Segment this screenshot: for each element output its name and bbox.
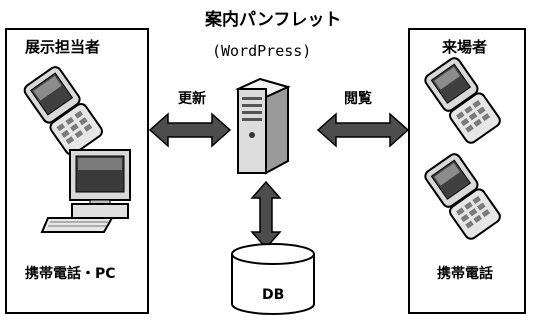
database-icon	[231, 243, 315, 315]
visitor-title: 来場者	[442, 38, 488, 56]
update-arrow	[148, 112, 232, 148]
desktop-computer-icon	[40, 149, 131, 233]
diagram-title: 案内パンフレット	[205, 10, 342, 30]
browse-arrow	[316, 112, 410, 148]
update-label: 更新	[178, 91, 206, 107]
mobile-phone-icon	[424, 57, 501, 144]
exhibitor-title: 展示担当者	[25, 38, 101, 56]
mobile-phone-icon	[424, 153, 501, 240]
server-icon	[235, 77, 291, 175]
server-subtitle: (WordPress)	[212, 42, 312, 60]
mobile-phone-icon	[23, 66, 103, 156]
exhibitor-caption: 携帯電話・PC	[25, 266, 116, 282]
browse-label: 閲覧	[344, 91, 372, 107]
visitor-caption: 携帯電話	[437, 266, 493, 282]
db-arrow	[250, 180, 282, 250]
database-label: DB	[262, 287, 285, 303]
